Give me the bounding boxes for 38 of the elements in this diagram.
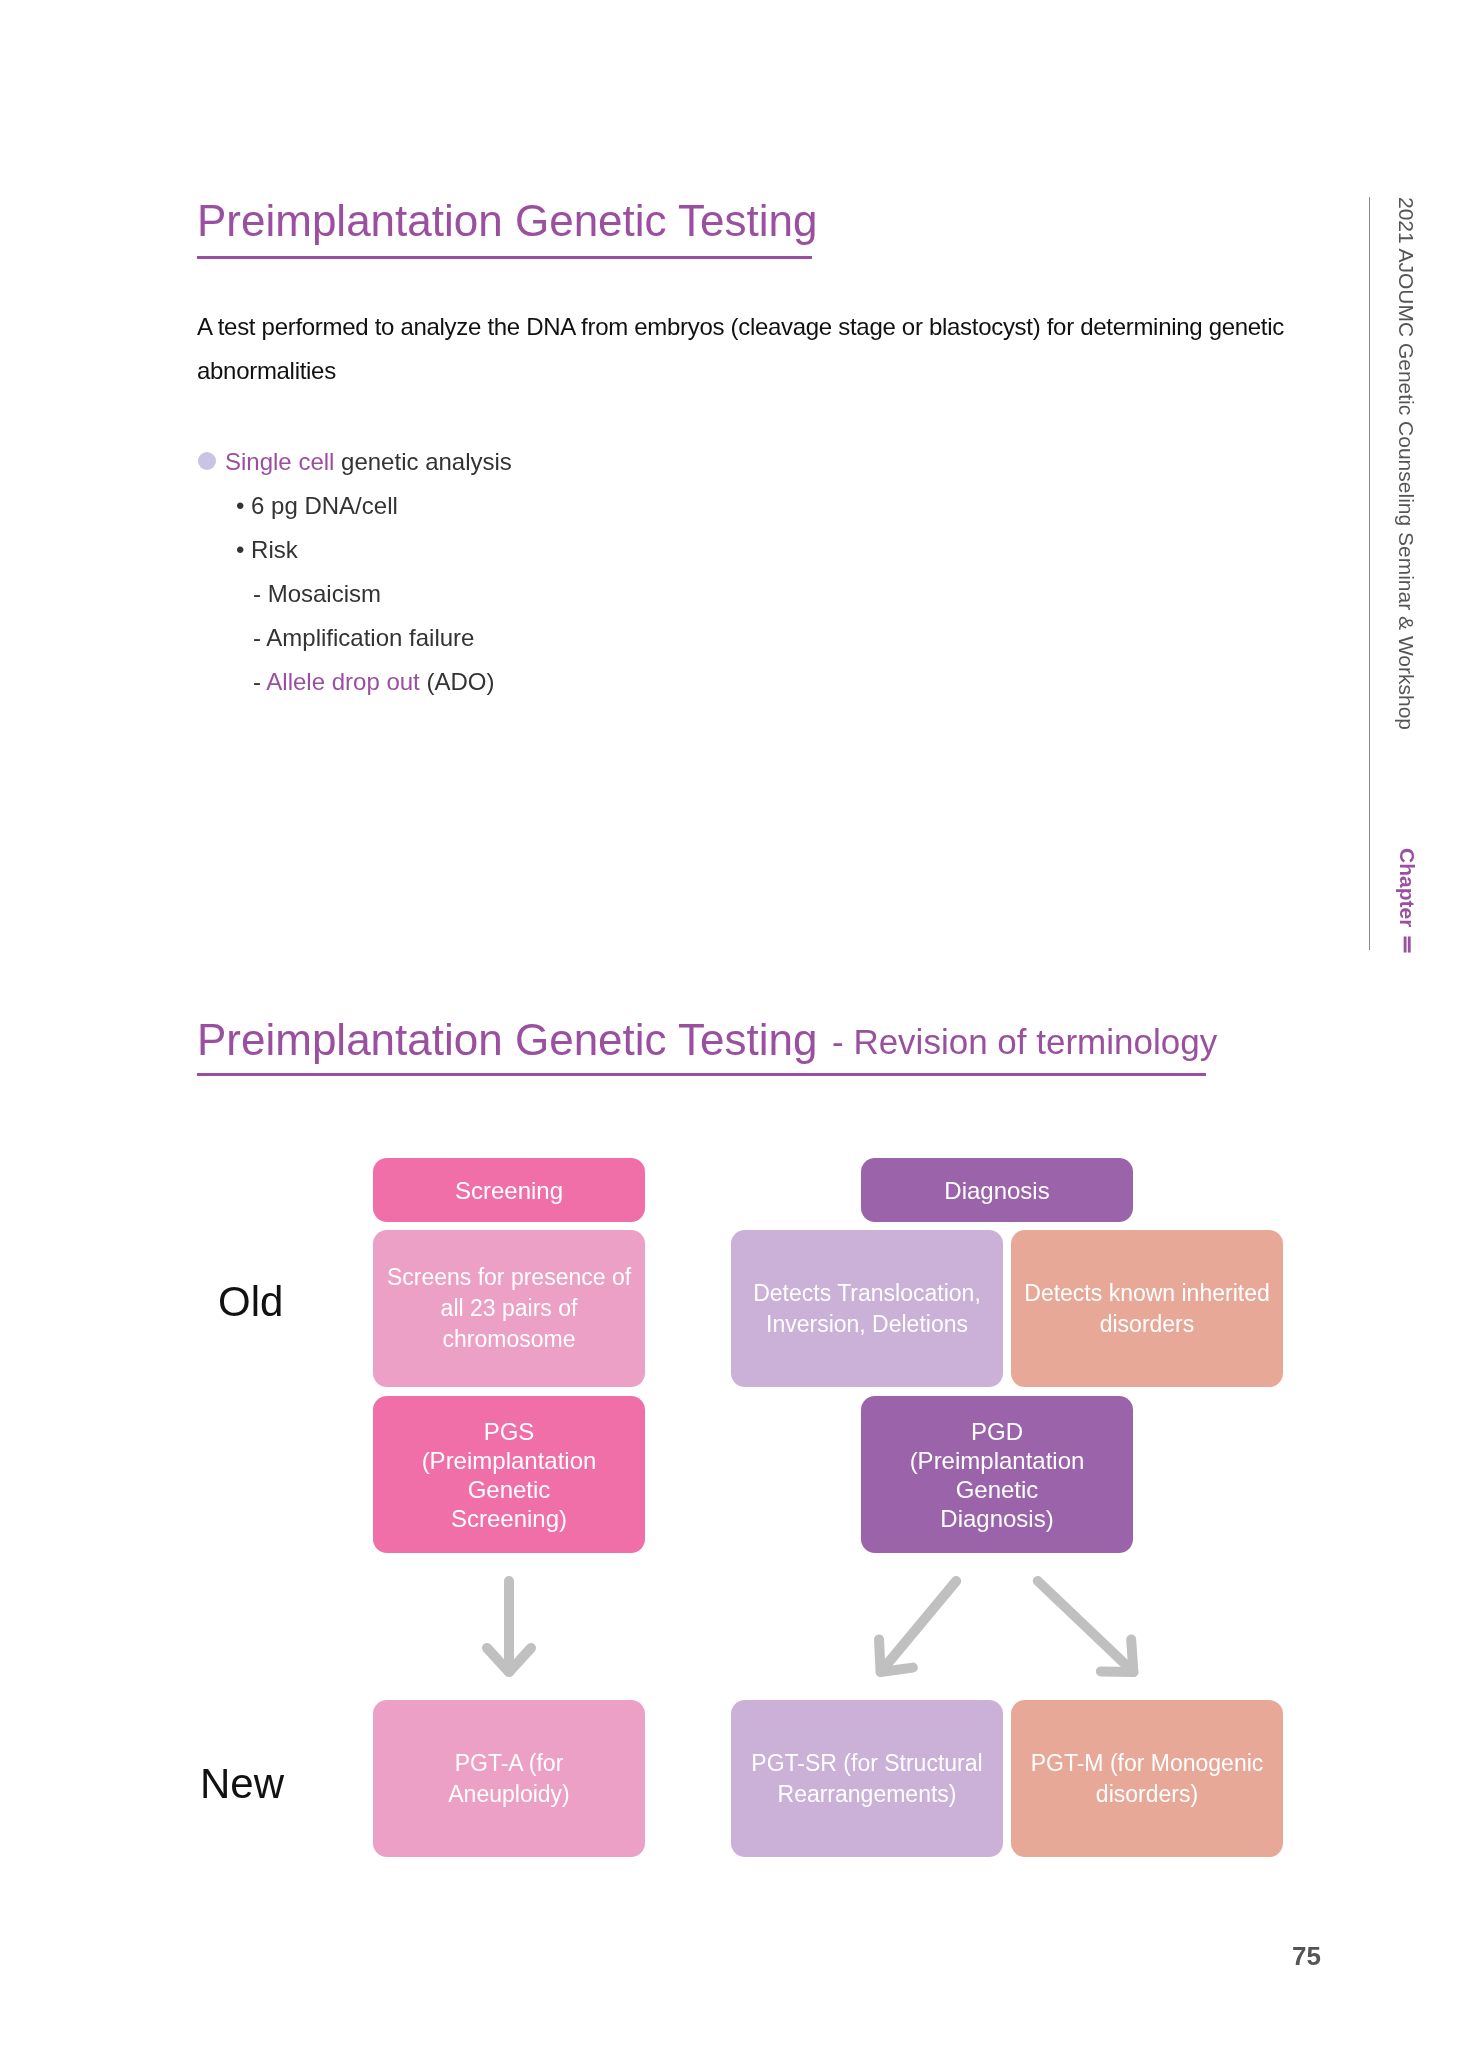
page-title: Preimplantation Genetic Testing [197,195,818,247]
row-label: New [200,1759,285,1809]
box-text: PGT-SR (for Structural Rearrangements) [750,1748,984,1809]
term-box [731,1700,1003,1857]
arrow [482,1576,536,1677]
row-label: Old [218,1277,284,1327]
box-text: Detects Translocation, Inversion, Deletions [752,1278,982,1339]
arrow [874,1576,962,1677]
description-box [1011,1230,1283,1387]
sidebar-text: 2021 AJOUMC Genetic Counseling Seminar & Workshop [1393,197,1419,731]
bullet-text: Single cell genetic analysis [225,447,512,477]
page-number: 75 [1292,1940,1321,1973]
term-box [1011,1700,1283,1857]
header-box [861,1158,1133,1222]
box-text: Diagnosis [944,1175,1050,1206]
box-text: PGT-M (for Monogenic disorders) [1029,1748,1265,1809]
section-subheading: - Revision of terminology [832,1021,1218,1063]
term-box [861,1396,1133,1553]
arrow [1032,1576,1139,1677]
box-text: PGT-A (for Aneuploidy) [447,1748,571,1809]
description-box [731,1230,1003,1387]
box-text: Screens for presence of all 23 pairs of chromosome [385,1263,633,1354]
description-paragraph: A test performed to analyze the DNA from embryos (cleavage stage or blastocyst) for determining genetic abnormalities [197,312,1285,386]
description-box [373,1230,645,1387]
bullet-text: • 6 pg DNA/cell [236,491,398,521]
bullet-text: • Risk [236,535,298,565]
term-box [373,1396,645,1553]
chapter-label: Chapter Ⅱ [1394,848,1420,958]
box-text: PGD (Preimplantation Genetic Diagnosis) [908,1416,1086,1533]
sub-bullet-text: - Mosaicism [253,579,381,609]
box-text: PGS (Preimplantation Genetic Screening) [420,1416,598,1533]
box-text: Detects known inherited disorders [1023,1278,1271,1339]
sub-bullet-text: - Allele drop out (ADO) [253,667,495,697]
sub-bullet-text: - Amplification failure [253,623,475,653]
term-box [373,1700,645,1857]
header-box [373,1158,645,1222]
box-text: Screening [454,1175,564,1206]
section-heading: Preimplantation Genetic Testing [197,1014,818,1066]
